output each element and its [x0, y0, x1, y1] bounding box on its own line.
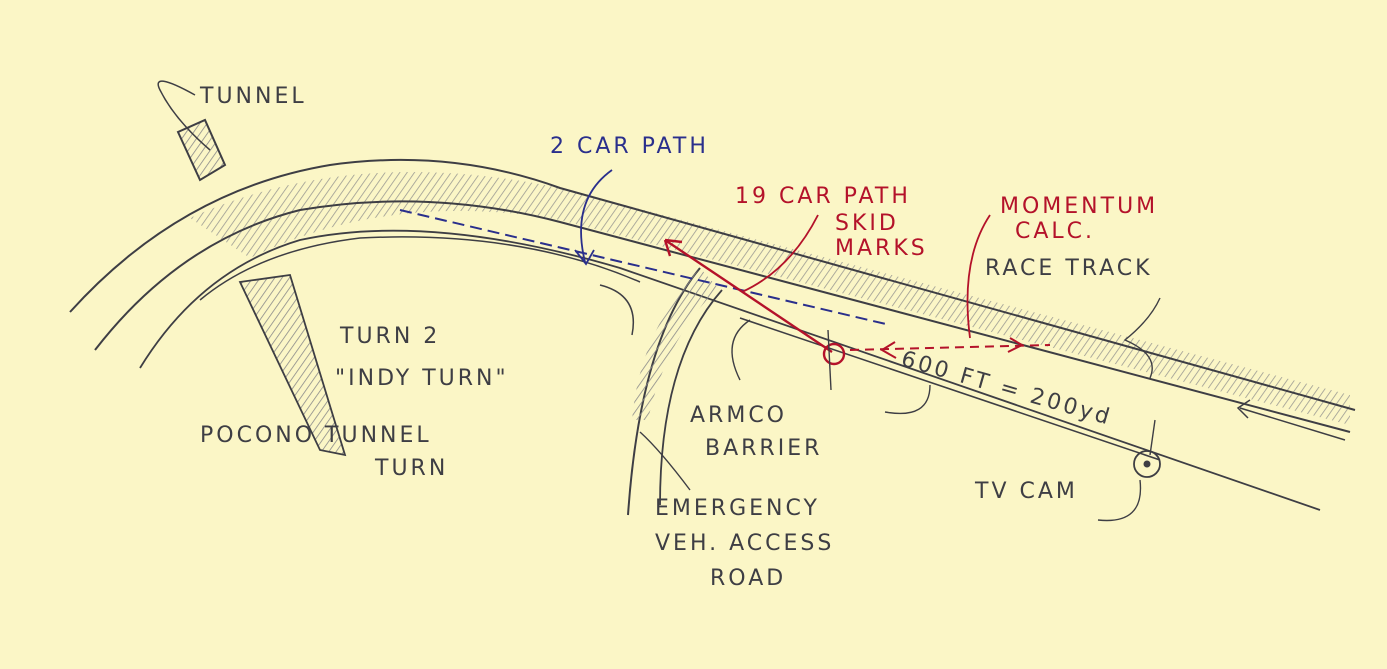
emergency-leader — [640, 432, 690, 490]
tv-cam-marker — [1150, 420, 1155, 455]
label-emergency: EMERGENCY — [655, 496, 820, 521]
label-turn: TURN — [374, 456, 448, 481]
impact-point — [824, 344, 844, 364]
label-indy-turn: "INDY TURN" — [335, 366, 509, 391]
armco-leader-left — [732, 320, 750, 380]
impact-marker — [828, 330, 831, 390]
label-race-track: RACE TRACK — [985, 256, 1153, 281]
label-calc: CALC. — [1015, 219, 1095, 244]
infield-curl — [600, 285, 633, 335]
label-two-car-path: 2 CAR PATH — [550, 134, 709, 159]
label-barrier: BARRIER — [705, 436, 822, 461]
label-turn-2: TURN 2 — [339, 324, 440, 349]
label-road: ROAD — [710, 566, 786, 591]
label-tv-cam: TV CAM — [974, 479, 1078, 504]
tv-cam-dot — [1144, 461, 1151, 468]
label-distance: 600 FT = 200yd — [898, 347, 1115, 431]
label-nineteen-car-path: 19 CAR PATH — [735, 184, 911, 209]
label-pocono-tunnel: POCONO TUNNEL — [200, 423, 432, 448]
label-armco: ARMCO — [690, 403, 787, 428]
tv-cam-leader — [1098, 480, 1140, 521]
label-momentum: MOMENTUM — [1000, 194, 1158, 219]
access-road-shading — [632, 268, 718, 420]
tunnel-structure — [178, 120, 225, 180]
label-skid: SKID — [835, 211, 899, 236]
label-veh-access: VEH. ACCESS — [655, 531, 834, 556]
armco-leader-right — [885, 385, 930, 413]
label-marks: MARKS — [835, 236, 928, 261]
label-tunnel: TUNNEL — [199, 84, 307, 109]
